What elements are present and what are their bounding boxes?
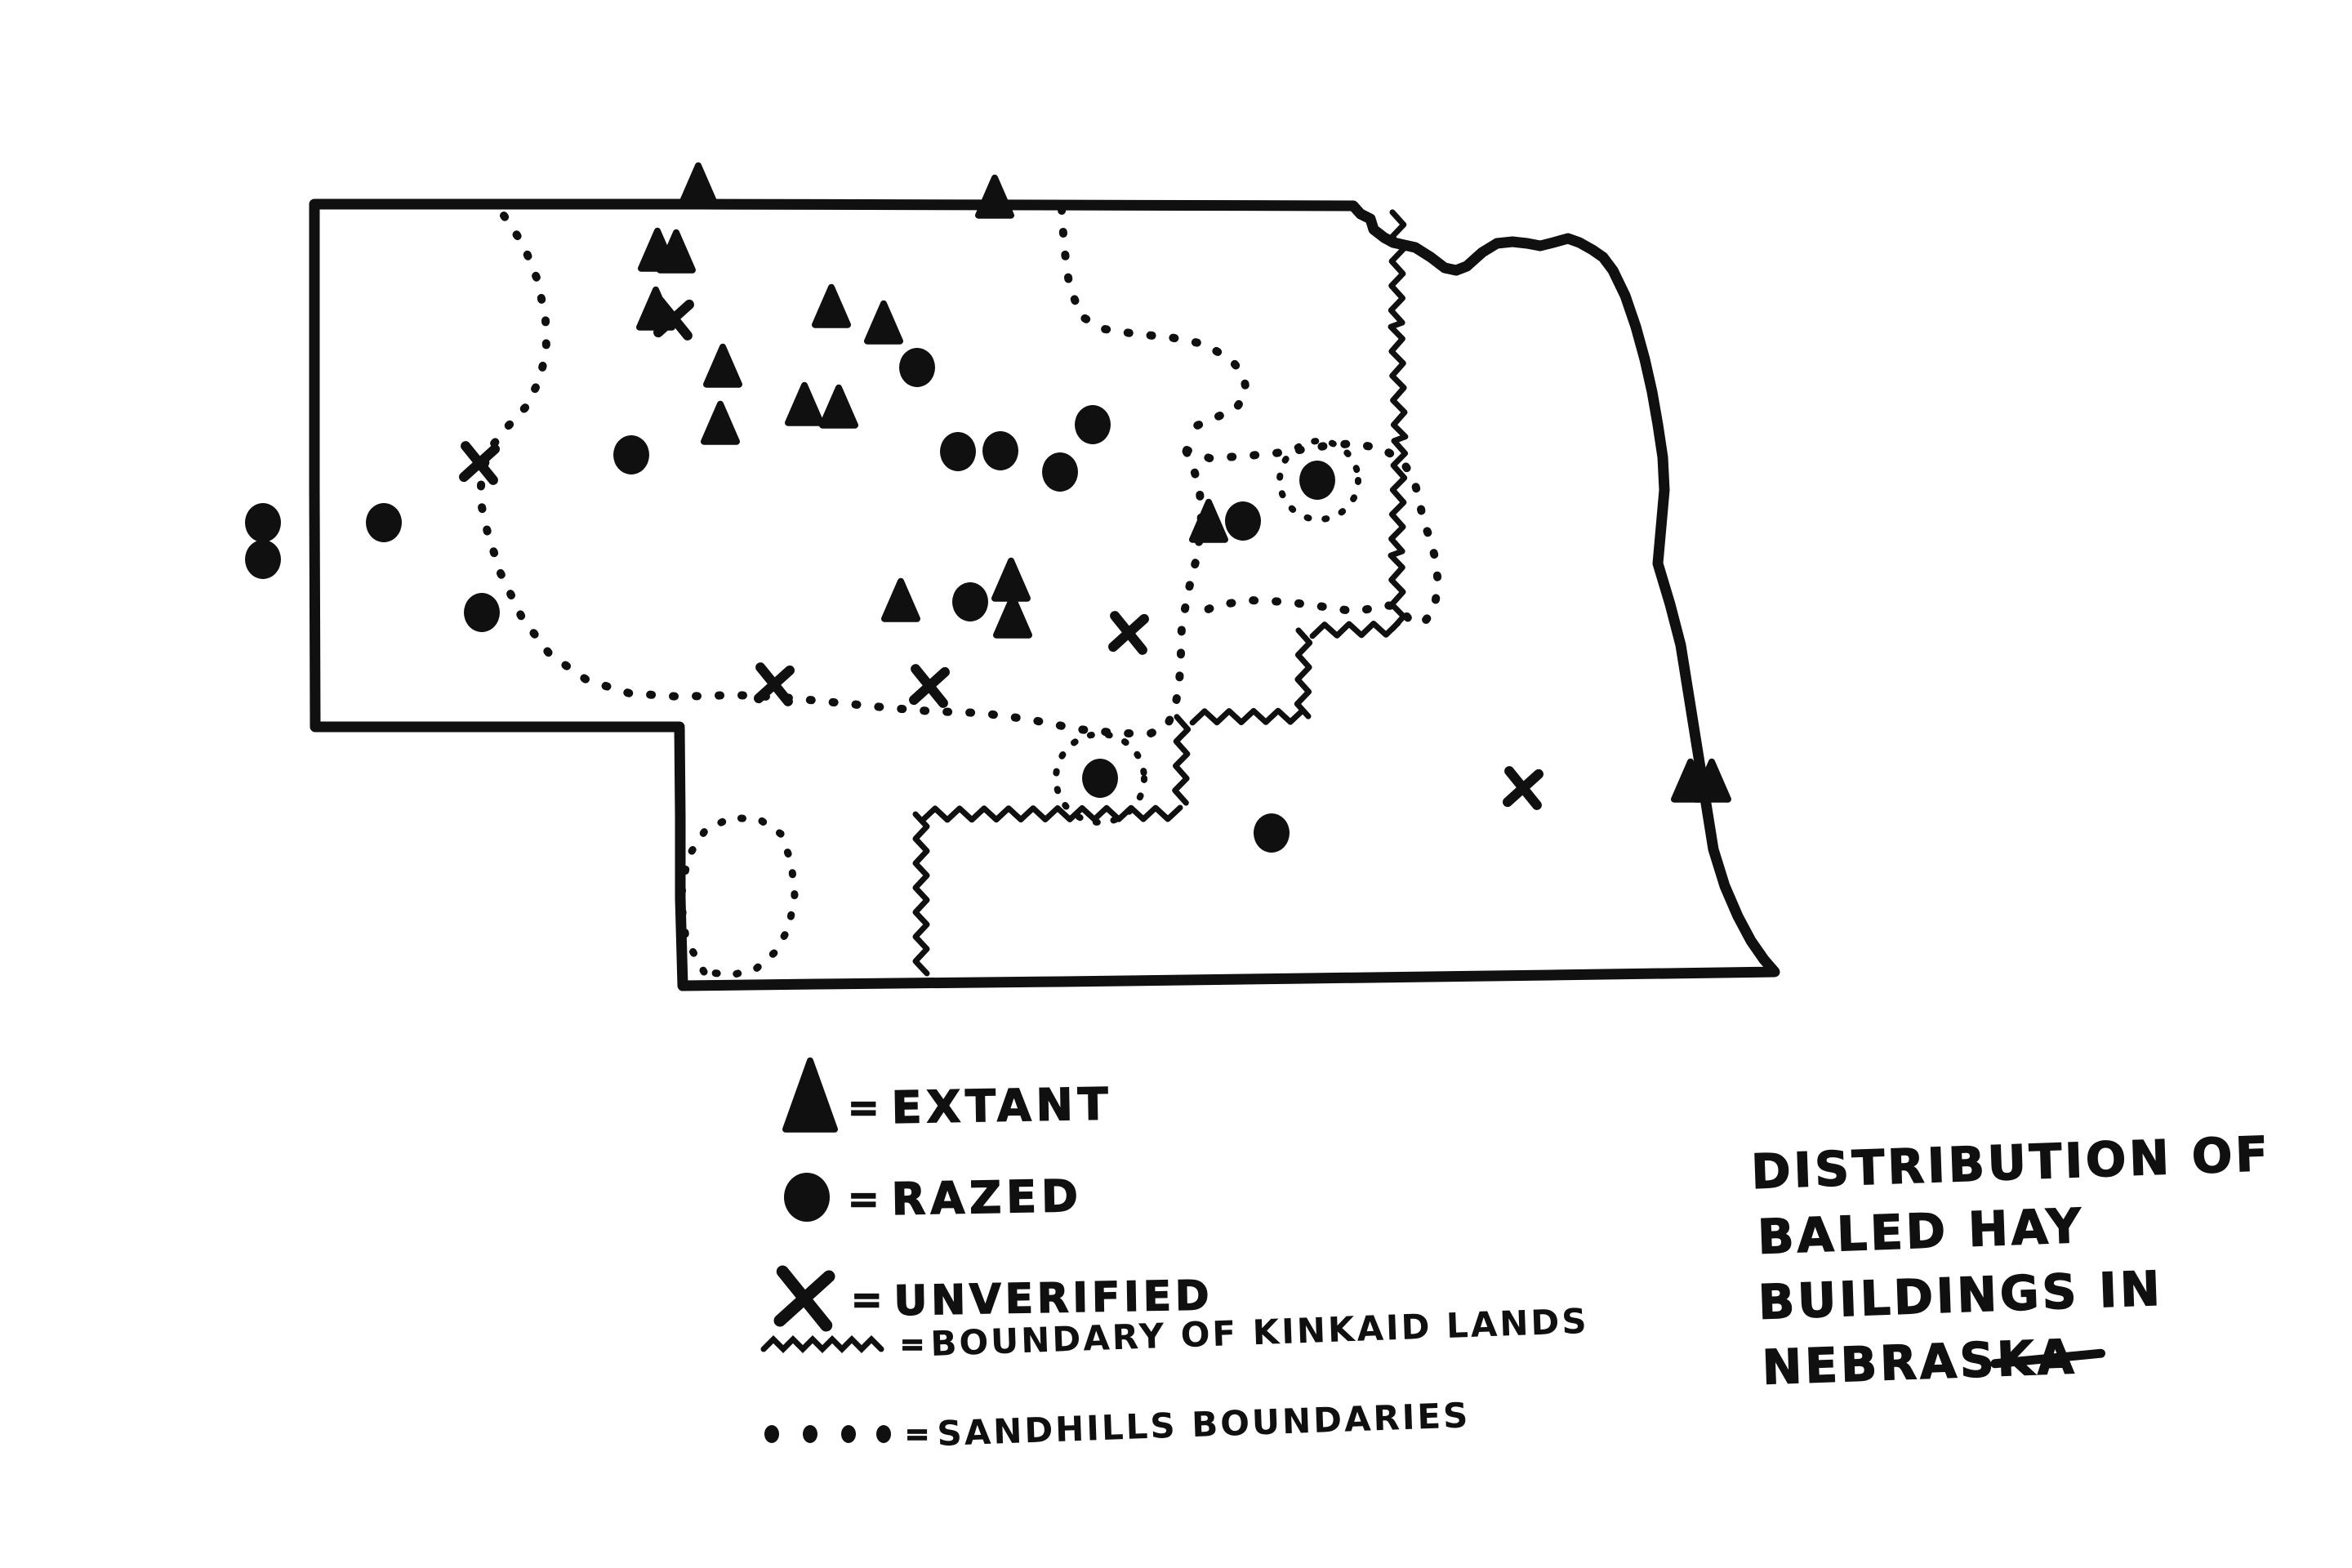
razed-marker <box>1225 501 1261 541</box>
sandhills-line-icon <box>876 1425 891 1443</box>
razed-marker <box>1082 759 1118 798</box>
extant-marker <box>975 174 1014 219</box>
extant-marker <box>812 283 851 328</box>
kinkaid-boundary-segment <box>1294 627 1313 719</box>
kinkaid-boundary-segment <box>920 804 1183 823</box>
kinkaid-boundary-segment <box>1172 714 1192 806</box>
legend-eq-unverified: = <box>851 1277 883 1321</box>
title-line-1: DISTRIBUTION OF <box>1750 1126 2272 1200</box>
razed-marker <box>899 348 935 387</box>
extant-marker <box>864 300 903 345</box>
title-line-3: BUILDINGS IN <box>1757 1261 2164 1330</box>
kinkaid-boundary-segment <box>1309 620 1401 639</box>
title-line-2: BALED HAY <box>1757 1198 2085 1265</box>
dotted-ring <box>1276 438 1361 523</box>
legend-label-unverified: UNVERIFIED <box>893 1272 1214 1325</box>
legend-label-extant: EXTANT <box>891 1078 1113 1134</box>
extant-marker <box>785 381 824 426</box>
extant-marker <box>993 594 1032 639</box>
legend: = EXTANT = RAZED = UNVERIFIED = BOUNDARY… <box>760 1057 1589 1454</box>
kinkaid-boundary-segment <box>1189 707 1306 726</box>
unverified-x-icon <box>773 1265 835 1332</box>
sandhills-line-icon <box>764 1425 779 1443</box>
razed-marker <box>1254 813 1290 853</box>
razed-marker <box>940 432 976 471</box>
unverified-marker <box>754 662 795 706</box>
extant-marker <box>819 384 858 429</box>
legend-label-sandhills: SANDHILLS BOUNDARIES <box>937 1395 1472 1454</box>
extant-marker <box>703 343 742 388</box>
sandhills-line-icon <box>803 1425 817 1443</box>
razed-marker <box>952 582 988 621</box>
razed-marker <box>245 503 281 542</box>
dotted-ring <box>1053 731 1147 826</box>
sandhills-boundary-path <box>1058 205 1250 443</box>
legend-eq-kinkaid: = <box>900 1328 924 1361</box>
razed-marker <box>366 503 402 542</box>
razed-marker <box>613 435 649 474</box>
extant-marker <box>1189 498 1228 543</box>
razed-marker <box>245 540 281 579</box>
razed-marker <box>1042 452 1078 492</box>
unverified-marker <box>653 296 694 341</box>
razed-marker <box>982 431 1018 470</box>
kinkaid-boundary-line <box>912 209 1409 977</box>
razed-marker <box>464 593 500 632</box>
legend-eq-sandhills: = <box>905 1418 929 1451</box>
sandhills-line-icon <box>841 1425 856 1443</box>
unverified-marker <box>1108 611 1149 655</box>
sandhills-outlier-loop <box>677 813 799 979</box>
razed-marker <box>1299 461 1335 500</box>
extant-marker <box>701 400 740 445</box>
state-border-path <box>309 198 1780 991</box>
sandhills-boundary-path <box>1183 439 1442 627</box>
unverified-marker <box>1503 766 1544 810</box>
kinkaid-line-icon <box>760 1335 884 1353</box>
sandhills-boundary-path <box>476 212 1205 737</box>
extant-marker <box>657 229 696 274</box>
legend-eq-razed: = <box>848 1177 880 1221</box>
building-markers <box>245 162 1731 853</box>
state-outline <box>309 198 1780 991</box>
kinkaid-boundary-segment <box>912 811 930 977</box>
legend-eq-extant: = <box>848 1085 880 1129</box>
unverified-marker <box>909 664 950 708</box>
unverified-marker <box>459 441 500 485</box>
legend-label-razed: RAZED <box>891 1170 1083 1225</box>
legend-glyphs <box>760 1057 891 1443</box>
title-trailing-dash <box>1990 1348 2105 1369</box>
map-title: DISTRIBUTION OF BALED HAY BUILDINGS IN N… <box>1750 1125 2273 1396</box>
kinkaid-boundary-segment <box>1388 209 1409 632</box>
extant-marker <box>1692 758 1731 803</box>
extant-marker <box>991 557 1031 602</box>
title-line-4: NEBRASKA <box>1762 1329 2078 1395</box>
extant-marker <box>679 162 718 207</box>
razed-marker <box>1075 405 1111 444</box>
extant-triangle-icon <box>782 1057 838 1133</box>
extant-marker <box>881 577 920 622</box>
razed-circle-icon <box>784 1173 830 1222</box>
